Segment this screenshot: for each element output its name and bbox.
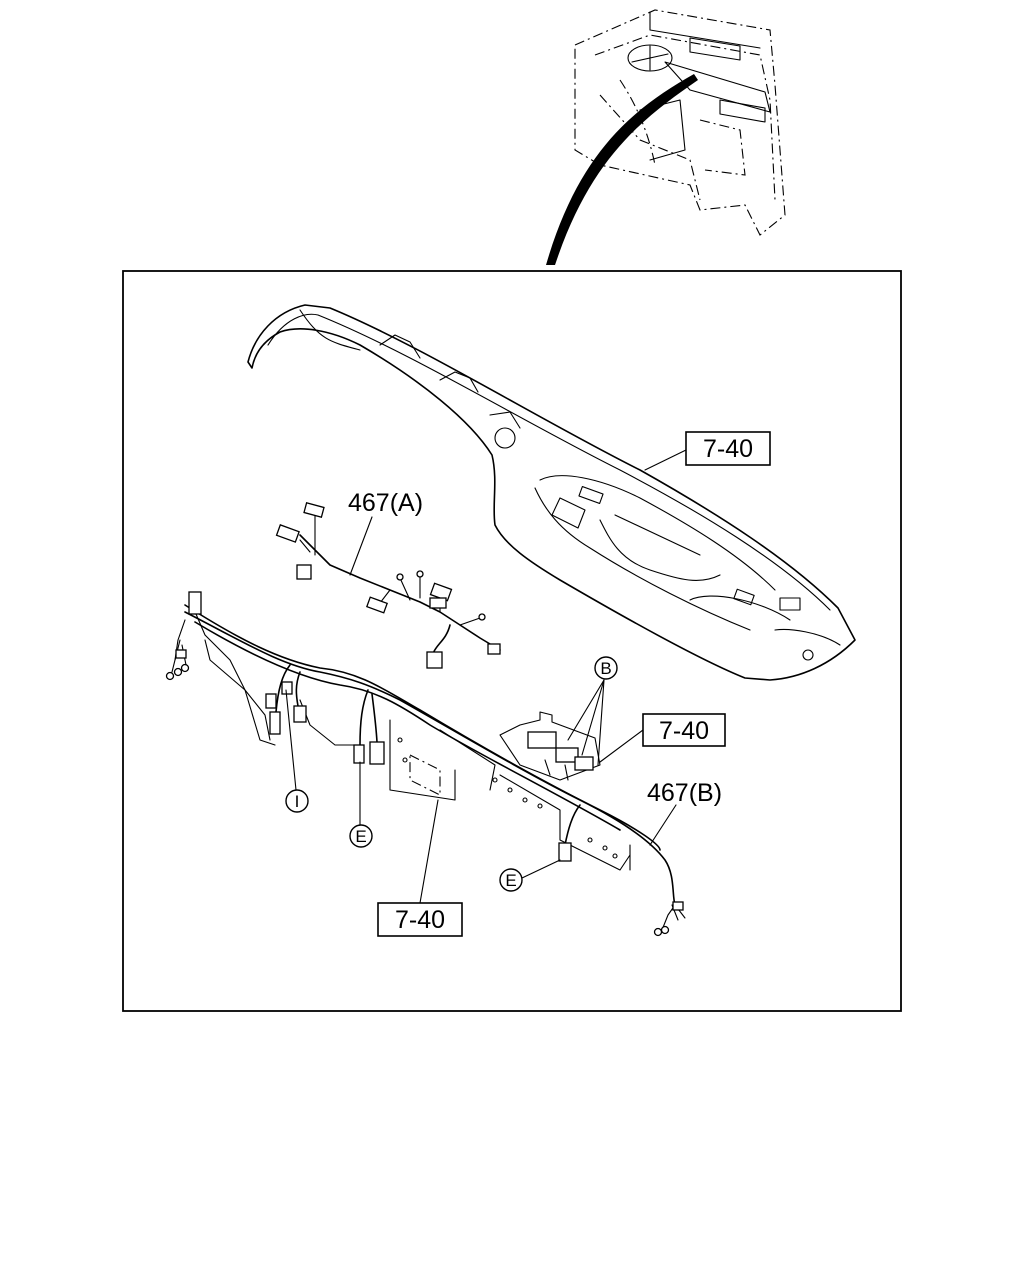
harness-b-text: 467(B) <box>647 779 722 807</box>
harness-a-label: 467(A) <box>348 489 423 576</box>
callout-b-text: B <box>600 659 611 678</box>
harness-467a <box>275 502 501 669</box>
ref-relay-label: 7-40 <box>659 717 709 745</box>
callout-e-left: E <box>349 761 373 848</box>
callout-i: I <box>285 689 309 813</box>
callout-e-right: E <box>499 859 561 892</box>
harness-b-label: 467(B) <box>647 779 722 846</box>
diagram-frame <box>122 270 902 1012</box>
ref-panel-label: 7-40 <box>703 435 753 463</box>
ref-box-relay: 7-40 <box>599 713 726 763</box>
harness-467b <box>165 611 686 937</box>
callout-e-right-text: E <box>505 871 516 890</box>
instrument-panel <box>247 304 856 681</box>
cab-thumbnail <box>574 9 786 236</box>
ref-box-panel: 7-40 <box>644 431 771 471</box>
ref-box-bracket: 7-40 <box>377 799 463 937</box>
harness-a-text: 467(A) <box>348 489 423 517</box>
callout-b: B <box>567 656 618 766</box>
callout-i-text: I <box>295 792 300 811</box>
callout-e-left-text: E <box>355 827 366 846</box>
ref-bracket-label: 7-40 <box>395 906 445 934</box>
relay-bracket <box>499 711 601 781</box>
cab-leader <box>546 74 698 265</box>
